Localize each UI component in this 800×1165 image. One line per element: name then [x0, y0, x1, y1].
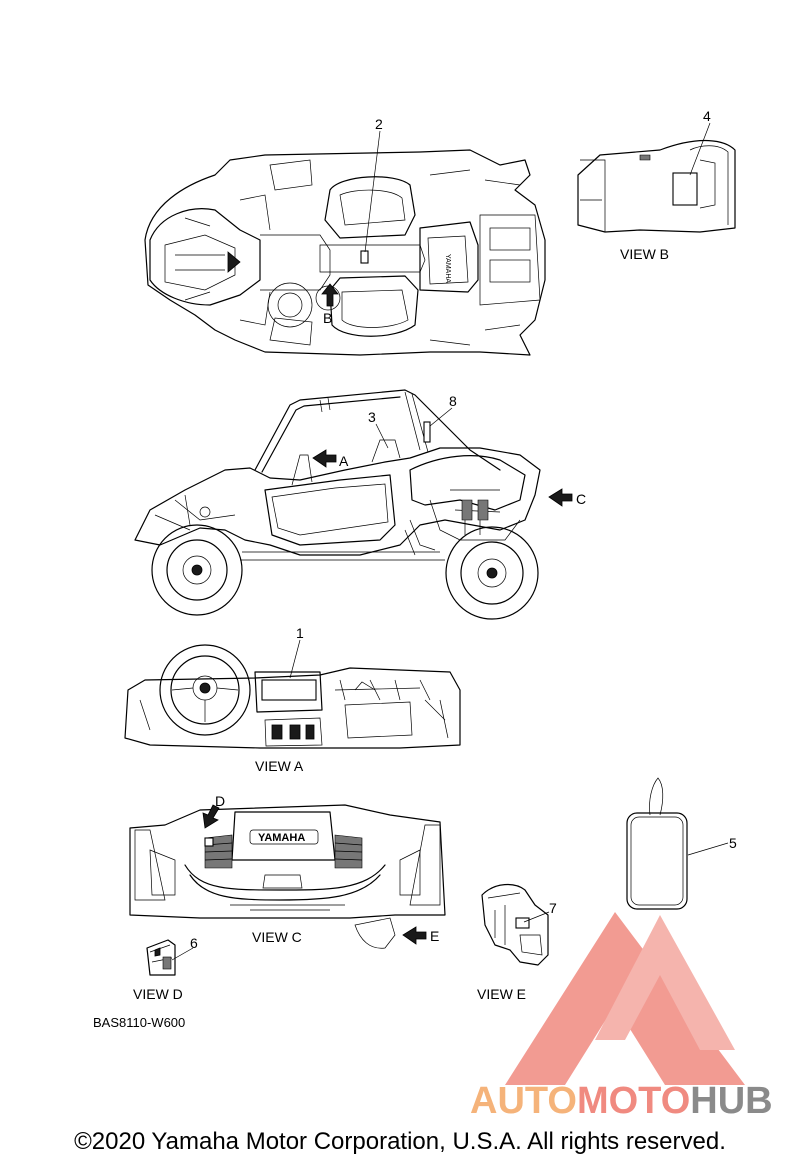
label-1-location [261, 679, 317, 701]
marker-b: B [323, 310, 332, 326]
leader-2 [364, 130, 381, 253]
arrow-e-icon [402, 926, 427, 945]
leader-8 [429, 407, 453, 427]
view-e-title: VIEW E [477, 986, 526, 1002]
leader-7 [523, 911, 550, 923]
label-4-location [672, 172, 698, 206]
label-8-location [423, 421, 431, 443]
marker-d: D [215, 793, 225, 809]
top-view-vehicle: YAMAHA [144, 149, 546, 356]
view-a-title: VIEW A [255, 758, 304, 774]
callout-8: 8 [449, 393, 457, 409]
copyright-notice: ©2020 Yamaha Motor Corporation, U.S.A. A… [74, 1128, 726, 1155]
label-6-location [162, 956, 172, 970]
view-e-drawing [481, 884, 549, 966]
leader-1 [289, 639, 301, 679]
arrow-b-icon [321, 283, 339, 307]
watermark-text-hub: HUB [690, 1080, 772, 1122]
label-7-location [515, 917, 530, 929]
callout-5: 5 [729, 835, 737, 851]
marker-e: E [430, 928, 439, 944]
label-6-location-c [204, 837, 214, 847]
watermark-inner-icon [595, 915, 735, 1050]
leader-4 [689, 122, 711, 176]
watermark-logo [505, 912, 745, 1085]
leader-6 [171, 947, 194, 961]
svg-text:YAMAHA: YAMAHA [444, 254, 451, 283]
arrow-a-icon [312, 449, 337, 468]
marker-c: C [576, 491, 586, 507]
leader-3 [375, 423, 389, 449]
marker-a: A [339, 453, 349, 469]
view-d-drawing [146, 939, 176, 976]
arrow-d-icon [202, 804, 220, 829]
view-c-title: VIEW C [252, 929, 302, 945]
callout-1: 1 [296, 625, 304, 641]
callout-3: 3 [368, 409, 376, 425]
watermark-text-auto: AUTO [470, 1080, 577, 1122]
leader-5 [687, 842, 729, 856]
view-b-drawing [577, 140, 736, 233]
arrow-c-icon [548, 488, 573, 507]
label-5-tag [626, 777, 688, 910]
view-d-title: VIEW D [133, 986, 183, 1002]
label-2-location [360, 250, 369, 264]
callout-4: 4 [703, 108, 711, 124]
view-a-drawing [124, 644, 461, 749]
watermark-text: AUTOMOTOHUB [470, 1080, 773, 1122]
view-b-title: VIEW B [620, 246, 669, 262]
callout-6: 6 [190, 935, 198, 951]
part-code: BAS8110-W600 [93, 1015, 185, 1030]
watermark-text-moto: MOTO [577, 1080, 690, 1122]
callout-7: 7 [549, 900, 557, 916]
view-c-drawing: YAMAHA [129, 804, 446, 949]
callout-2: 2 [375, 116, 383, 132]
hood-yamaha-text: YAMAHA [258, 832, 305, 844]
side-view-vehicle [134, 389, 573, 620]
